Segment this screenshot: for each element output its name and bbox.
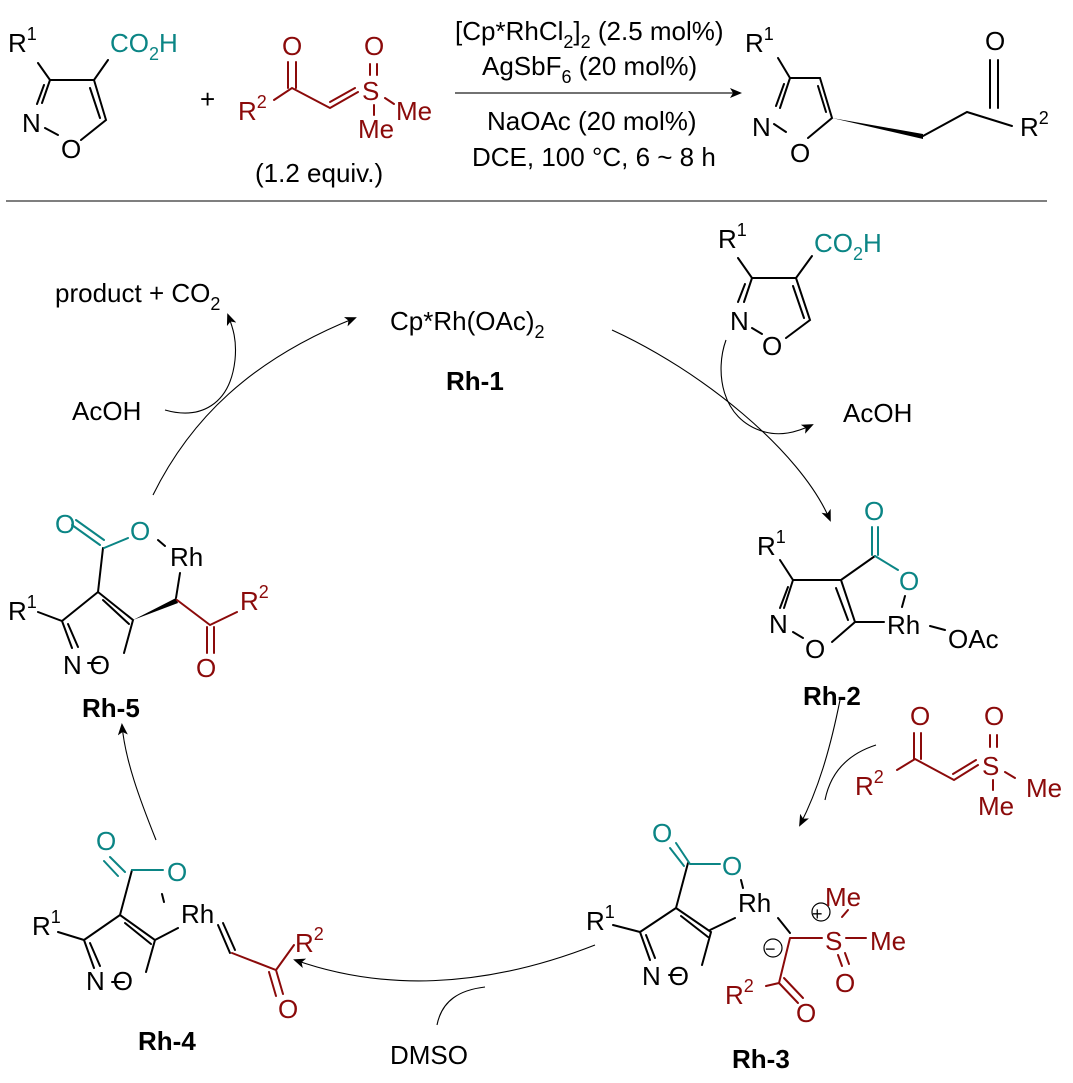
cs-r1: R1 [718,220,747,254]
product-r1: R1 [745,24,774,58]
sulfoxide-o: O [364,31,384,61]
arc-rh3-to-rh4 [293,944,596,982]
rh2-carbonyl-o: O [864,496,884,526]
base-condition: NaOAc (20 mol%) [487,106,697,136]
rh5-ring-o: O [130,516,150,546]
cy-r2: R2 [855,767,884,801]
cs-co2h: CO2H [814,228,882,264]
rh4-ring-o: O [167,857,187,887]
rh3-me-right: Me [870,926,906,956]
cy-sulfoxide-o: O [984,701,1004,731]
cy-s: S [982,751,999,781]
cs-o: O [762,331,782,361]
plus-sign: + [200,84,215,114]
arc-substrate-in-acoh-out [720,339,814,435]
equiv-label: (1.2 equiv.) [255,158,383,188]
cy-me-right: Me [1026,773,1062,803]
rh5-rh: Rh [170,542,203,572]
me-bottom: Me [358,114,394,144]
rh5-r2: R2 [240,582,269,616]
rh3-rh: Rh [738,888,771,918]
product-n: N [752,112,771,142]
rh2-o: O [805,634,825,664]
cy-carbonyl-o: O [910,701,930,731]
rh3-me-top: Me [825,882,861,912]
acoh-left-label: AcOH [72,396,141,426]
arc-rh4-to-rh5 [117,723,157,841]
rh3-r2: R2 [725,976,754,1010]
minus-charge-icon [763,938,783,958]
solvent-temp-condition: DCE, 100 °C, 6 ~ 8 h [472,142,716,172]
rh4-carbonyl-o: O [96,826,116,856]
rh2-intermediate: R1 O O N O Rh OAc Rh-2 [757,496,999,711]
rh4-label: Rh-4 [138,1026,196,1056]
rh3-label: Rh-3 [732,1044,790,1074]
acoh-right-label: AcOH [843,398,912,428]
cycle-ylide: R2 O O S Me Me [855,701,1062,821]
rh2-ring-o: O [899,566,919,596]
r1-label: R1 [8,24,37,58]
product-carbonyl-o: O [985,26,1005,56]
rh1-formula: Cp*Rh(OAc)2 [390,306,545,342]
r2-label: R2 [238,92,267,126]
rh3-sulfoxide-o: O [835,968,855,998]
rh4-r1: R1 [32,907,61,941]
sulfoxonium-ylide-reagent: R2 O O S Me Me (1.2 equiv.) [238,31,432,188]
rh3-carbonyl2-o: O [796,998,816,1028]
cy-me-bottom: Me [978,791,1014,821]
minus-charge: − [765,939,776,959]
rh3-s: S [825,926,842,956]
o-atom: O [61,134,81,164]
cs-n: N [730,306,749,336]
rh4-rh: Rh [181,899,214,929]
product-o: O [790,138,810,168]
n-atom: N [22,108,41,138]
rh2-r1: R1 [757,527,786,561]
additive-condition: AgSbF6 (20 mol%) [482,51,697,87]
substrate-isoxazole-acid: R1 CO2H N O [8,24,178,164]
dmso-label: DMSO [390,1040,468,1070]
rh2-n: N [769,609,788,639]
arc-rh2-to-rh3 [799,699,841,827]
rh1-label: Rh-1 [446,366,504,396]
cycle-substrate: R1 CO2H N O [718,220,882,361]
product-co2-label: product + CO2 [55,278,220,314]
arc-rh5-to-rh1 [152,317,357,496]
co2h-label: CO2H [110,28,178,64]
reaction-conditions: [Cp*RhCl2]2 (2.5 mol%) AgSbF6 (20 mol%) … [455,16,742,172]
rh5-carbonyl-o: O [55,509,75,539]
plus-charge: + [812,904,823,924]
rh4-carbonyl2-o: O [278,994,298,1024]
rh2-oac: OAc [948,624,999,654]
plus-charge-icon [811,902,831,922]
rh2-label: Rh-2 [803,681,861,711]
carbonyl-o: O [282,31,302,61]
arc-ylide-in [824,744,877,801]
product-structure: R1 N O O R2 [745,24,1049,168]
rh3-ring-o: O [722,851,742,881]
rh1-catalyst: Cp*Rh(OAc)2 Rh-1 [390,306,545,396]
rh5-label: Rh-5 [82,693,140,723]
rh4-r2: R2 [295,924,324,958]
arc-dmso-out [436,986,486,1026]
rh5-carbonyl2-o: O [196,653,216,683]
catalyst-condition: [Cp*RhCl2]2 (2.5 mol%) [455,16,724,52]
s-atom: S [362,76,379,106]
me-right: Me [396,96,432,126]
arc-rh1-to-rh2 [611,329,831,522]
product-r2: R2 [1020,108,1049,142]
arc-acoh-in-co2-out [164,313,237,414]
rh5-r1: R1 [8,592,37,626]
rh2-rh: Rh [887,610,920,640]
rh3-carbonyl-o: O [652,818,672,848]
rh3-r1: R1 [586,902,615,936]
